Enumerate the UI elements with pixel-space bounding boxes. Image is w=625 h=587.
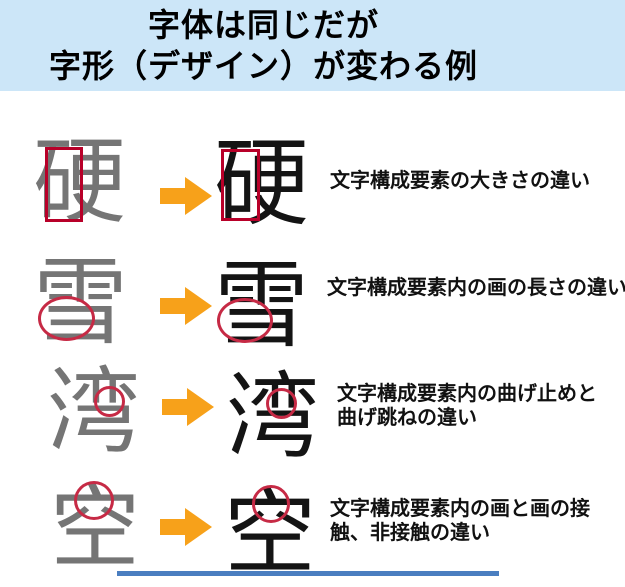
- arrow-stem: [162, 399, 187, 415]
- arrow-head: [185, 177, 212, 215]
- description-line: 文字構成要素内の画と画の接: [330, 498, 590, 520]
- highlight-circle-after: [266, 388, 297, 419]
- arrow-head: [185, 508, 212, 546]
- title-line-1: 字体は同じだが: [147, 7, 379, 43]
- kanji-after: 湾: [226, 363, 319, 471]
- kanji-after: 硬: [214, 129, 310, 239]
- right-arrow-icon: [160, 508, 212, 546]
- arrow-stem: [160, 298, 185, 314]
- arrow-stem: [160, 519, 185, 535]
- kanji-before: 湾: [47, 358, 140, 466]
- highlight-circle-after: [252, 485, 290, 523]
- bottom-blue-bar: [117, 571, 499, 576]
- right-arrow-icon: [160, 177, 212, 215]
- description-line: 触、非接触の違い: [330, 522, 490, 544]
- right-arrow-icon: [162, 388, 214, 426]
- row-3-description: 文字構成要素内の曲げ止めと 曲げ跳ねの違い: [337, 382, 597, 430]
- highlight-circle-before: [38, 296, 95, 341]
- description-line: 文字構成要素の大きさの違い: [330, 170, 590, 192]
- highlight-rect-after: [221, 149, 260, 221]
- row-1-description: 文字構成要素の大きさの違い: [330, 169, 590, 193]
- description-line: 文字構成要素内の曲げ止めと: [337, 383, 597, 405]
- title-line-2: 字形（デザイン）が変わる例: [48, 48, 478, 84]
- highlight-circle-after: [217, 298, 273, 343]
- arrow-head: [185, 287, 212, 325]
- row-4-description: 文字構成要素内の画と画の接 触、非接触の違い: [330, 497, 590, 545]
- page-title: 字体は同じだが 字形（デザイン）が変わる例: [0, 5, 527, 87]
- right-arrow-icon: [160, 287, 212, 325]
- highlight-circle-before: [74, 481, 114, 520]
- row-2-description: 文字構成要素内の画の長さの違い: [327, 276, 625, 300]
- kanji-before: 硬: [33, 128, 126, 236]
- description-line: 文字構成要素内の画の長さの違い: [327, 277, 625, 299]
- description-line: 曲げ跳ねの違い: [337, 407, 477, 429]
- arrow-head: [187, 388, 214, 426]
- title-banner: 字体は同じだが 字形（デザイン）が変わる例: [0, 0, 625, 91]
- arrow-stem: [160, 188, 185, 204]
- highlight-rect-before: [45, 147, 83, 222]
- highlight-circle-before: [94, 386, 125, 417]
